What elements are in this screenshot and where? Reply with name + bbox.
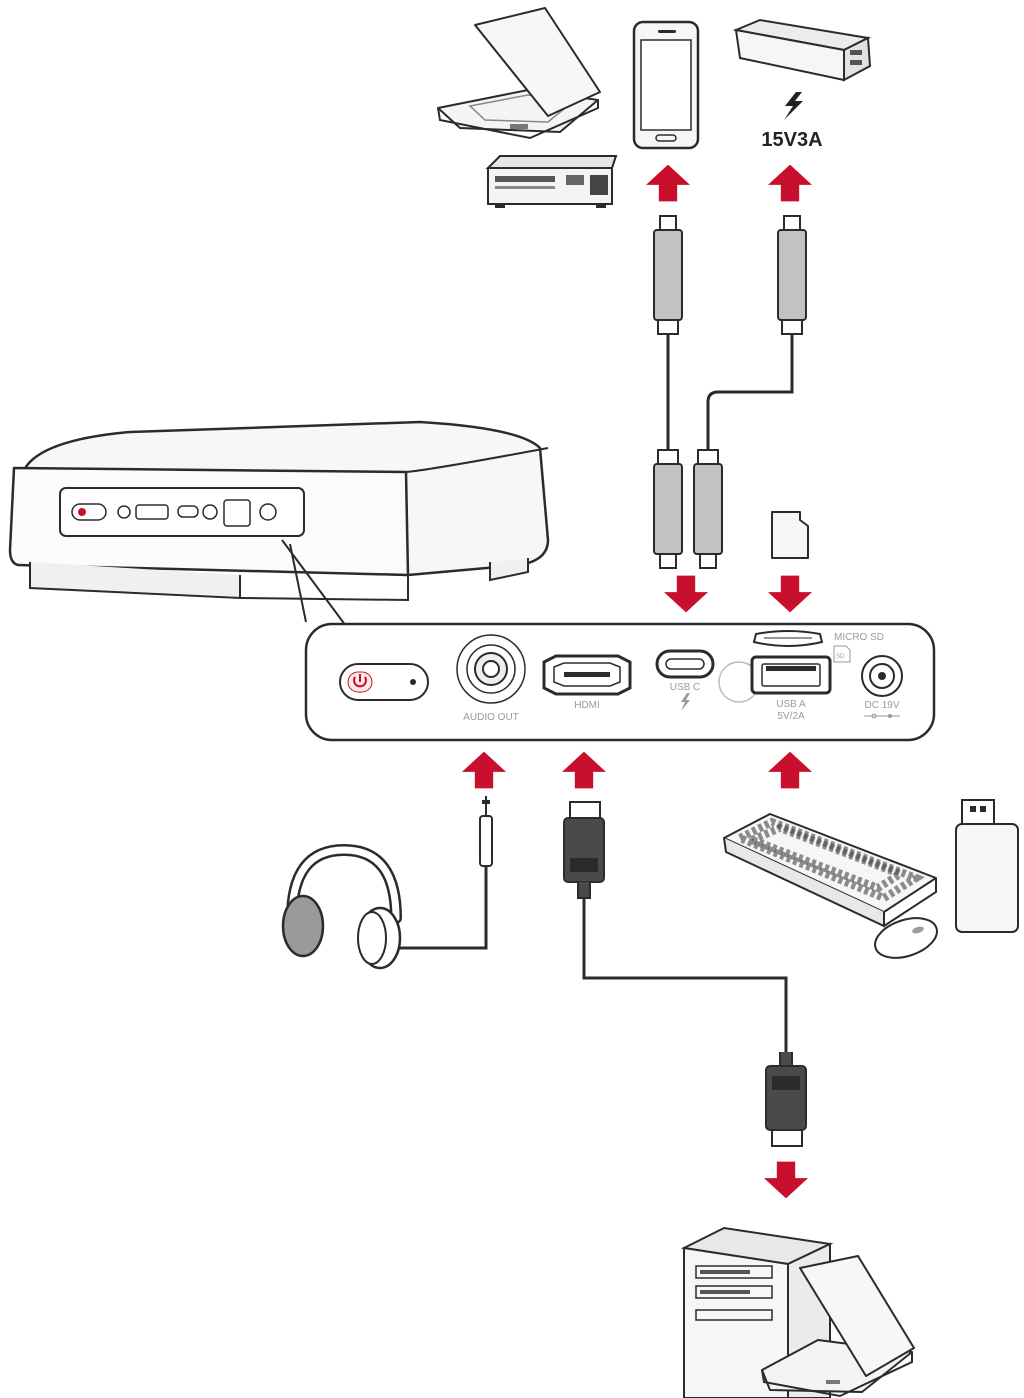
micro-sd-card [771, 511, 809, 559]
audio-out-label: AUDIO OUT [463, 712, 519, 723]
arrow-into-audio-out [462, 751, 506, 789]
micro-sd-slot [752, 630, 824, 647]
arrow-to-power-bank [768, 164, 812, 202]
power-icon [353, 674, 367, 688]
audio-cable [398, 796, 493, 950]
zoom-callout-line [289, 543, 307, 623]
laptop-top [437, 7, 601, 140]
hdmi-port [542, 654, 632, 696]
hdmi-label: HDMI [574, 700, 600, 711]
arrow-to-smartphone [646, 164, 690, 202]
lightning-icon [681, 693, 690, 711]
audio-out-port [456, 634, 526, 704]
arrow-to-computer [764, 1161, 808, 1199]
svg-text:SD: SD [836, 654, 845, 660]
micro-sd-label: MICRO SD [834, 632, 884, 643]
usb-a-rating-label: 5V/2A [777, 711, 805, 722]
usb-c-port [655, 649, 715, 679]
lightning-icon [784, 92, 803, 120]
usbc-cable-phone [653, 215, 683, 569]
power-bank [732, 18, 872, 82]
projector [8, 420, 550, 602]
headphones [281, 843, 402, 970]
dc-in-port [861, 655, 903, 697]
usb-a-port [750, 655, 832, 695]
power-bank-rating: 15V3A [761, 129, 822, 151]
usb-flash-drive [955, 799, 1019, 933]
dc-in-label: DC 19V [864, 700, 899, 711]
hdmi-cable [563, 801, 807, 1147]
dc-polarity-icon [864, 713, 900, 719]
usb-a-label: USB A [776, 699, 806, 710]
usb-c-label: USB C [670, 682, 701, 693]
usbc-cable-power-bank [693, 215, 807, 569]
laptop-bottom [761, 1255, 915, 1398]
arrow-into-micro-sd [768, 575, 812, 613]
smartphone [632, 20, 700, 150]
arrow-into-hdmi [562, 751, 606, 789]
power-button [339, 663, 429, 701]
sd-card-icon: SD [833, 645, 851, 663]
arrow-into-usb-c [664, 575, 708, 613]
keyboard [723, 813, 937, 928]
dvd-player [485, 155, 618, 208]
arrow-into-usb-a [768, 751, 812, 789]
mouse [874, 917, 938, 959]
